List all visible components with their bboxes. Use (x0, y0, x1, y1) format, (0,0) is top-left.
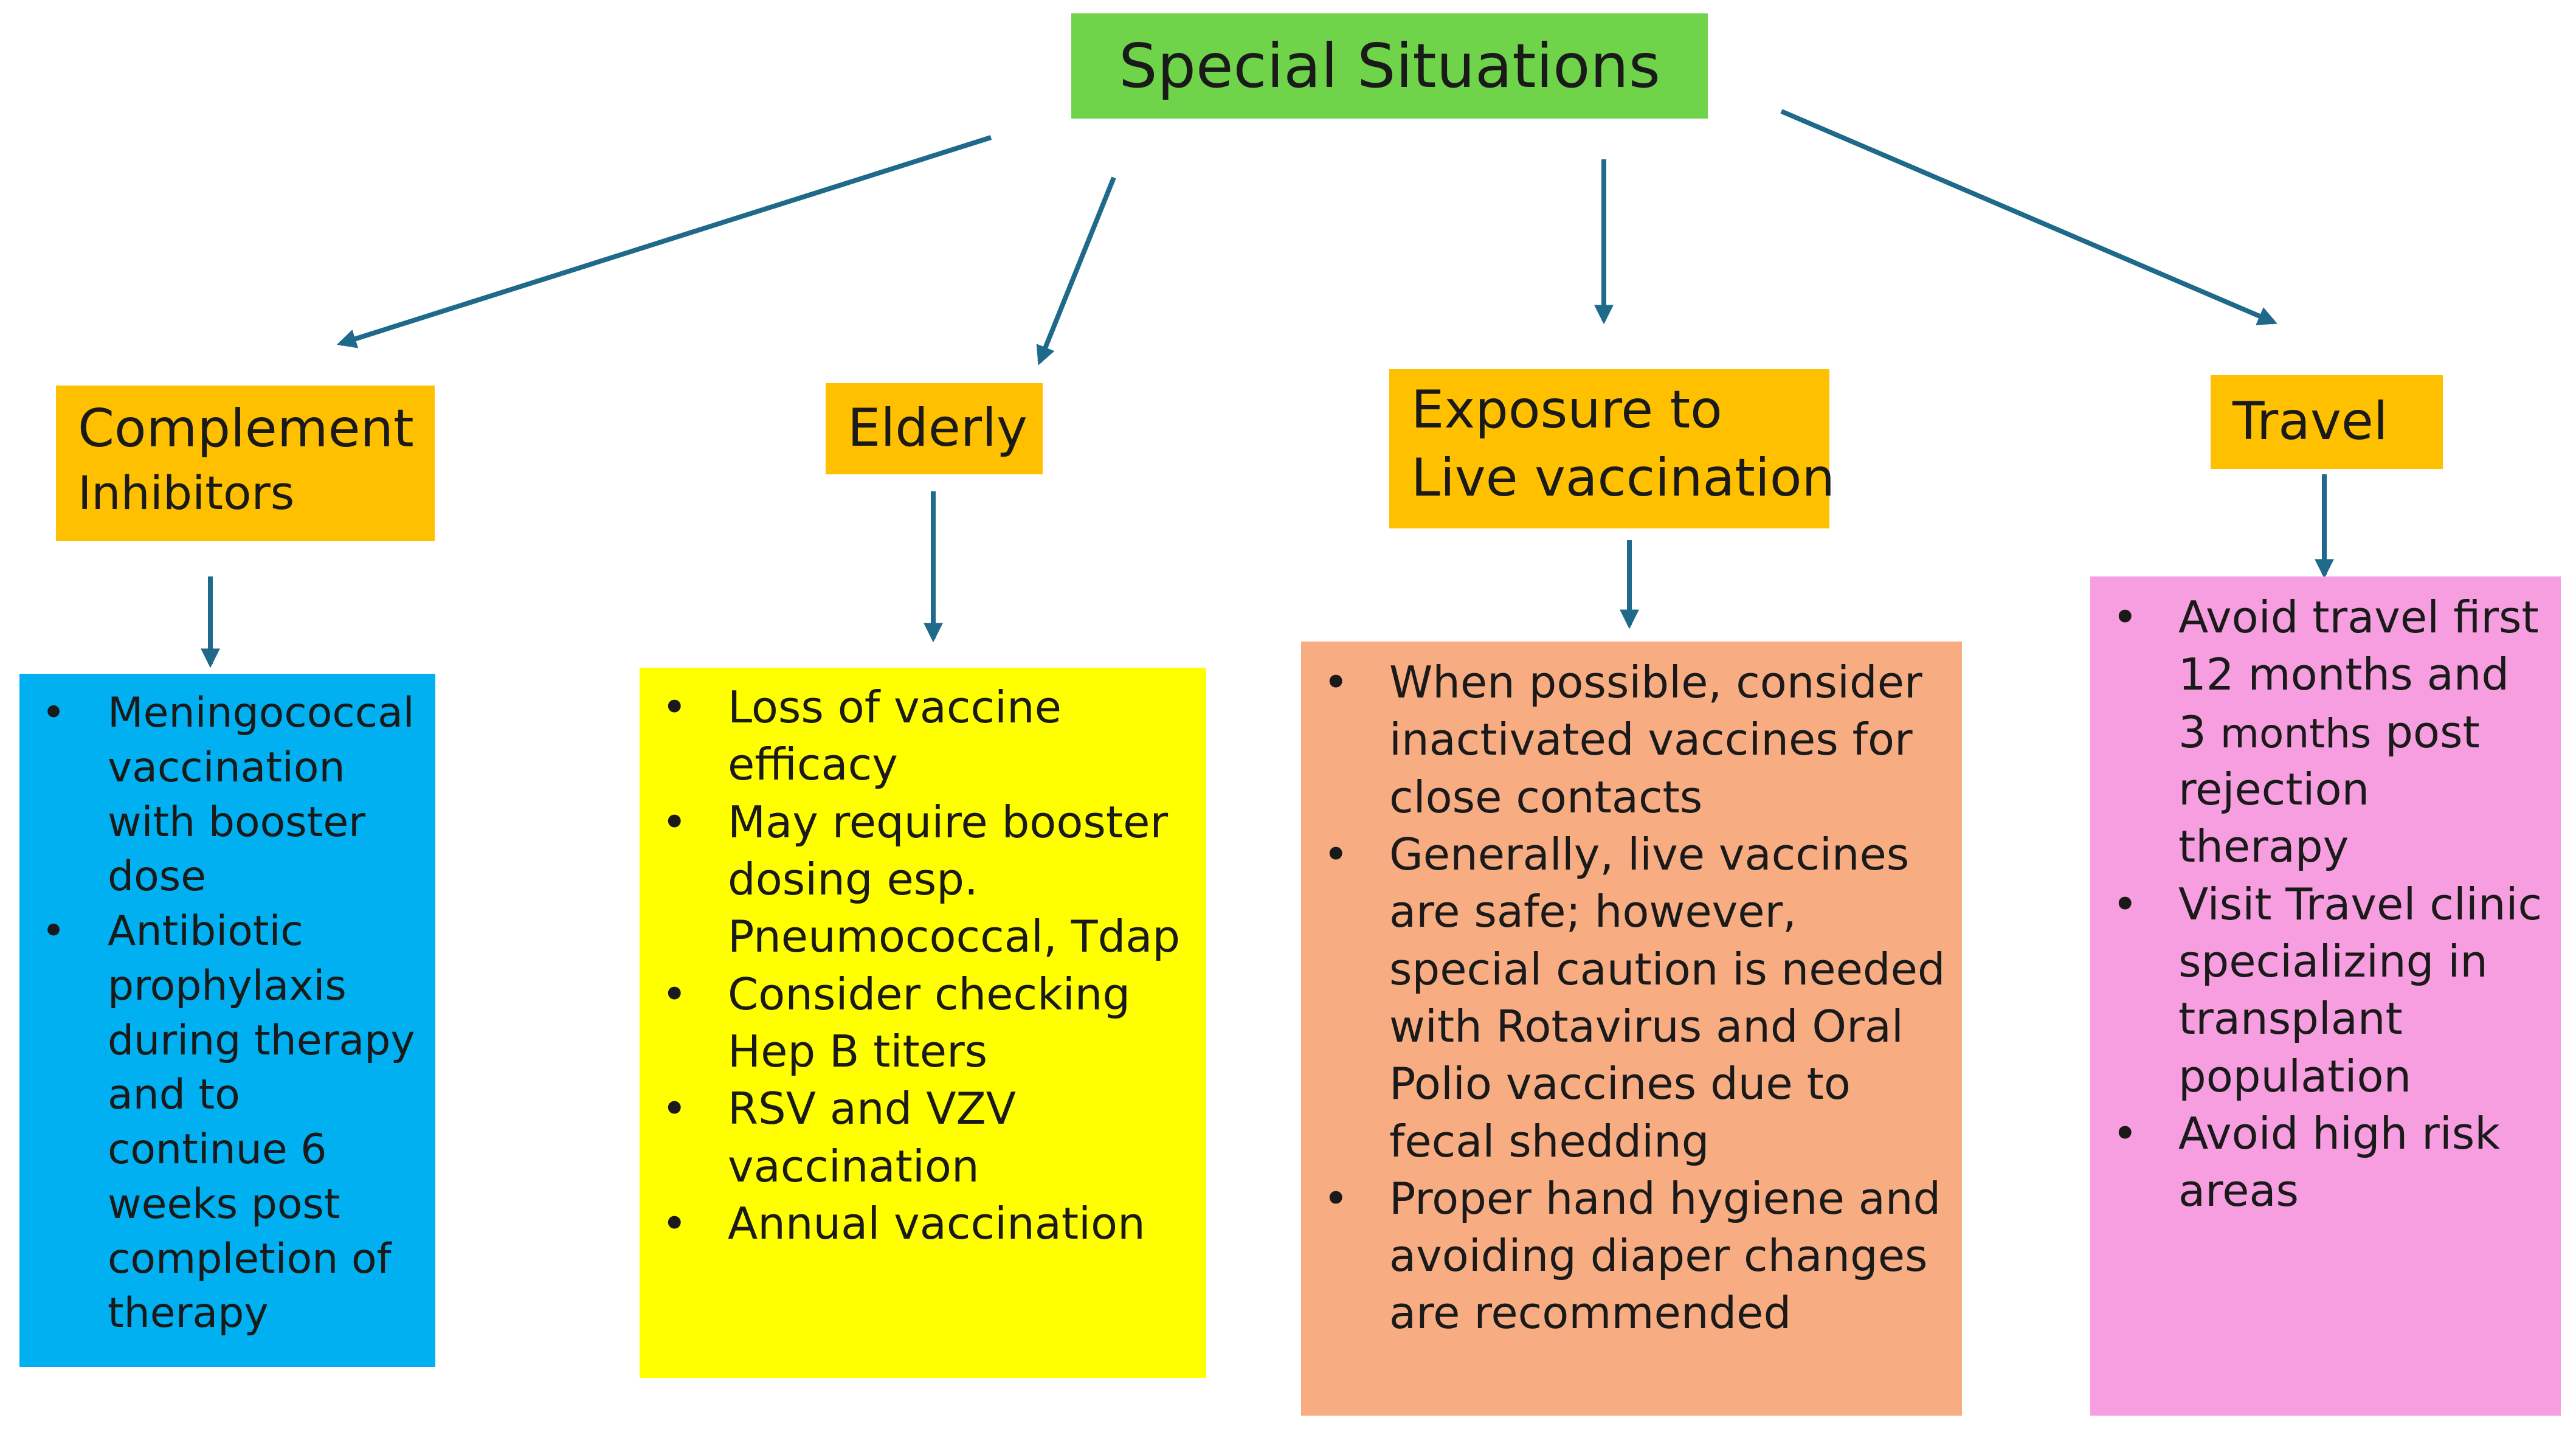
list-item: Proper hand hygiene and avoiding diaper … (1301, 1170, 1947, 1342)
exposure-list: When possible, consider inactivated vacc… (1301, 654, 1947, 1342)
elderly-list: Loss of vaccine efficacy May require boo… (640, 679, 1192, 1252)
travel-item-1-part-c: post rejection therapy (2178, 706, 2480, 873)
list-item: Visit Travel clinic specializing in tran… (2090, 876, 2546, 1105)
category-exposure-line2: Live vaccination (1411, 447, 1835, 508)
list-item: Generally, live vaccines are safe; howev… (1301, 826, 1947, 1170)
root-node: Special Situations (1071, 13, 1708, 119)
list-item: When possible, consider inactivated vacc… (1301, 654, 1947, 826)
arrow-root-to-elderly (1036, 176, 1116, 365)
list-item: Loss of vaccine efficacy (640, 679, 1192, 794)
list-item: Avoid travel first 12 months and 3 month… (2090, 589, 2546, 876)
arrow-root-to-travel (1780, 109, 2277, 325)
category-complement-line2: Inhibitors (78, 465, 295, 520)
category-travel-label: Travel (2232, 391, 2388, 452)
category-elderly-label: Elderly (848, 398, 1027, 459)
category-complement-inhibitors: Complement Inhibitors (56, 386, 435, 541)
list-item: Meningococcal vaccination with booster d… (19, 686, 421, 904)
list-item: Antibiotic prophylaxis during therapy an… (19, 904, 421, 1341)
category-elderly: Elderly (826, 383, 1043, 474)
root-title: Special Situations (1119, 30, 1660, 102)
list-item: Consider checking Hep B titers (640, 966, 1192, 1081)
list-item: RSV and VZV vaccination (640, 1080, 1192, 1195)
list-item: Annual vaccination (640, 1195, 1192, 1253)
detail-elderly: Loss of vaccine efficacy May require boo… (640, 668, 1206, 1378)
list-item: May require booster dosing esp. Pneumoco… (640, 794, 1192, 966)
category-exposure-line1: Exposure to (1411, 379, 1722, 440)
travel-item-1-part-b: months (2220, 710, 2372, 757)
arrow-root-to-complement (336, 135, 992, 348)
travel-item-1-part-a: Avoid travel first 12 months and 3 (2178, 592, 2539, 758)
travel-list: Avoid travel first 12 months and 3 month… (2090, 589, 2546, 1219)
detail-exposure-live-vaccination: When possible, consider inactivated vacc… (1301, 642, 1962, 1416)
category-complement-line1: Complement (78, 398, 414, 459)
detail-travel: Avoid travel first 12 months and 3 month… (2090, 576, 2561, 1416)
complement-list: Meningococcal vaccination with booster d… (19, 686, 421, 1341)
detail-complement-inhibitors: Meningococcal vaccination with booster d… (19, 674, 435, 1367)
category-exposure-live-vaccination: Exposure to Live vaccination (1389, 369, 1835, 528)
list-item: Avoid high risk areas (2090, 1105, 2546, 1220)
category-travel: Travel (2211, 375, 2443, 469)
